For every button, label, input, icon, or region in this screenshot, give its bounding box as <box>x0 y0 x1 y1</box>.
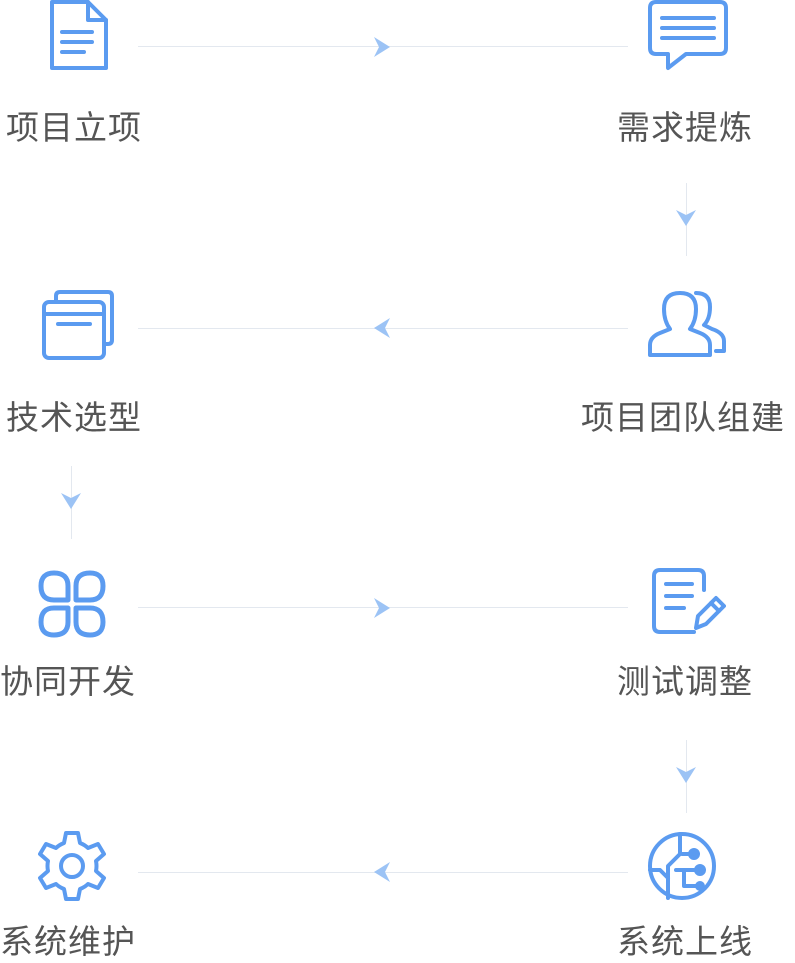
window-stack-icon <box>42 290 116 362</box>
step-label-project-initiation: 项目立项 <box>6 108 142 147</box>
circuit-icon <box>646 830 718 902</box>
arrow-left-icon <box>374 862 390 882</box>
arrow-down-icon <box>676 767 696 783</box>
step-label-team-building: 项目团队组建 <box>581 398 785 437</box>
arrow-down-icon <box>676 210 696 226</box>
step-label-testing-adjustment: 测试调整 <box>617 662 753 701</box>
edit-document-icon <box>652 568 726 636</box>
arrow-down-icon <box>61 493 81 509</box>
arrow-right-icon <box>374 37 390 57</box>
step-label-system-launch: 系统上线 <box>617 922 753 961</box>
gear-icon <box>34 830 110 902</box>
document-icon <box>46 0 110 72</box>
step-label-system-maintenance: 系统维护 <box>0 922 136 961</box>
chat-bubble-icon <box>646 0 730 72</box>
clover-icon <box>38 570 106 638</box>
step-label-collaborative-development: 协同开发 <box>0 662 136 701</box>
arrow-right-icon <box>374 598 390 618</box>
team-icon <box>646 289 730 361</box>
arrow-left-icon <box>374 318 390 338</box>
step-label-technology-selection: 技术选型 <box>6 398 142 437</box>
step-label-requirement-refinement: 需求提炼 <box>617 108 753 147</box>
